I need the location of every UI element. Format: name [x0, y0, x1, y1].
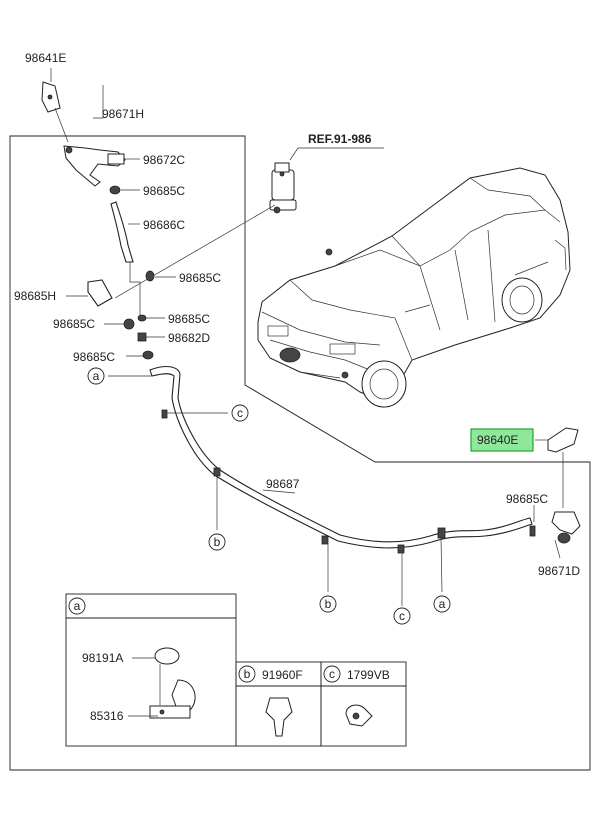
label-98641E: 98641E — [25, 51, 66, 65]
label-98685H: 98685H — [14, 289, 56, 303]
washer-pump — [269, 162, 297, 214]
callout-b-2: b — [325, 597, 332, 611]
label-98682D: 98682D — [168, 331, 210, 345]
label-98672C: 98672C — [143, 153, 185, 167]
detail-c-letter: c — [329, 667, 335, 681]
detail-box-b: b 91960F — [235, 661, 322, 747]
label-98671H: 98671H — [102, 107, 144, 121]
assembly-frame — [9, 135, 591, 771]
upper-hose — [66, 185, 176, 360]
callout-c-1: c — [237, 406, 243, 420]
bracket-98672C — [63, 145, 126, 187]
label-98686C: 98686C — [143, 218, 185, 232]
nozzle-98671D — [529, 511, 581, 544]
part-labels: 98641E 98671H 98672C 98685C 98686C 98685… — [14, 51, 580, 578]
main-hose-98687 — [149, 365, 533, 549]
label-98685C-6: 98685C — [506, 492, 548, 506]
label-98671D: 98671D — [538, 564, 580, 578]
callout-c-2: c — [399, 609, 405, 623]
label-98685C-1: 98685C — [143, 184, 185, 198]
callout-a-1: a — [93, 369, 100, 383]
label-98685C-4: 98685C — [168, 312, 210, 326]
callout-circles: a c b b c a — [87, 367, 451, 625]
nozzle-98641E — [41, 81, 61, 113]
detail-c-code: 1799VB — [347, 668, 390, 682]
label-98191A: 98191A — [82, 651, 123, 665]
cap-98640E — [547, 427, 579, 453]
detail-box-c: c 1799VB — [320, 661, 407, 747]
label-98640E: 98640E — [477, 433, 518, 447]
label-98685C-5: 98685C — [73, 350, 115, 364]
ref-label: REF.91-986 — [308, 132, 372, 146]
detail-b-letter: b — [244, 667, 251, 681]
detail-box-a: a 98191A 85316 — [65, 593, 237, 747]
detail-a-letter: a — [74, 599, 81, 613]
detail-b-code: 91960F — [262, 668, 303, 682]
callout-a-2: a — [439, 597, 446, 611]
callout-b-1: b — [214, 535, 221, 549]
clip-91960F — [265, 697, 293, 737]
label-98685C-3: 98685C — [53, 317, 95, 331]
label-98687: 98687 — [266, 477, 300, 491]
label-85316: 85316 — [90, 709, 124, 723]
highlight-98640E — [470, 428, 534, 452]
label-98685C-2: 98685C — [179, 271, 221, 285]
vehicle-illustration — [257, 167, 571, 408]
